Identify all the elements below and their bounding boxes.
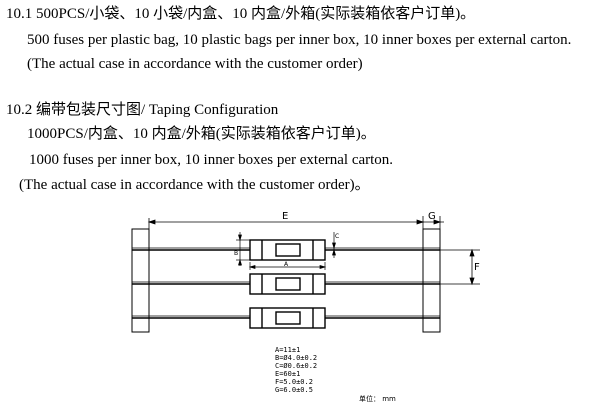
unit-label: 单位： mm: [359, 395, 396, 403]
right-tape-frame: [422, 228, 441, 333]
dimension-e-label: E: [282, 211, 288, 222]
spec-g: G=6.0±0.5: [275, 386, 313, 394]
section-10-2-chinese: 1000PCS/内盒、10 内盒/外箱(实际装箱依客户订单)。: [27, 126, 376, 142]
spec-list: A=11±1 B=Ø4.0±0.2 C=Ø0.6±0.2 E=60±1 F=5.…: [275, 346, 317, 394]
spec-a: A=11±1: [275, 346, 301, 354]
spec-e: E=60±1: [275, 370, 301, 378]
dimension-f: [440, 248, 480, 286]
spec-c: C=Ø0.6±0.2: [275, 362, 318, 370]
left-tape-frame: [131, 228, 150, 333]
section-10-2-note: (The actual case in accordance with the …: [19, 177, 370, 193]
spec-f: F=5.0±0.2: [275, 378, 313, 386]
spec-b: B=Ø4.0±0.2: [275, 354, 318, 362]
dimension-b: [236, 232, 250, 266]
section-10-2-heading: 10.2 编带包装尺寸图/ Taping Configuration: [6, 102, 279, 118]
dimension-a: [248, 262, 327, 270]
section-10-1-note: (The actual case in accordance with the …: [27, 56, 363, 72]
dimension-f-label: F: [474, 262, 480, 273]
fuse-body-3: [249, 307, 326, 329]
section-10-1-heading: 10.1 500PCS/小袋、10 小袋/内盒、10 内盒/外箱(实际装箱依客户…: [6, 6, 476, 22]
section-10-2-english: 1000 fuses per inner box, 10 inner boxes…: [29, 152, 394, 168]
section-10-1-english: 500 fuses per plastic bag, 10 plastic ba…: [27, 32, 572, 48]
dimension-e: [147, 216, 425, 229]
dimension-c-label: C: [335, 233, 339, 240]
dimension-c: [332, 232, 336, 258]
fuse-body-2: [249, 273, 326, 295]
fuse-body-1: [249, 239, 326, 261]
dimension-a-label: A: [284, 261, 289, 268]
dimension-b-label: B: [234, 250, 238, 257]
dimension-g-label: G: [428, 211, 436, 222]
dimension-g: [423, 216, 444, 229]
